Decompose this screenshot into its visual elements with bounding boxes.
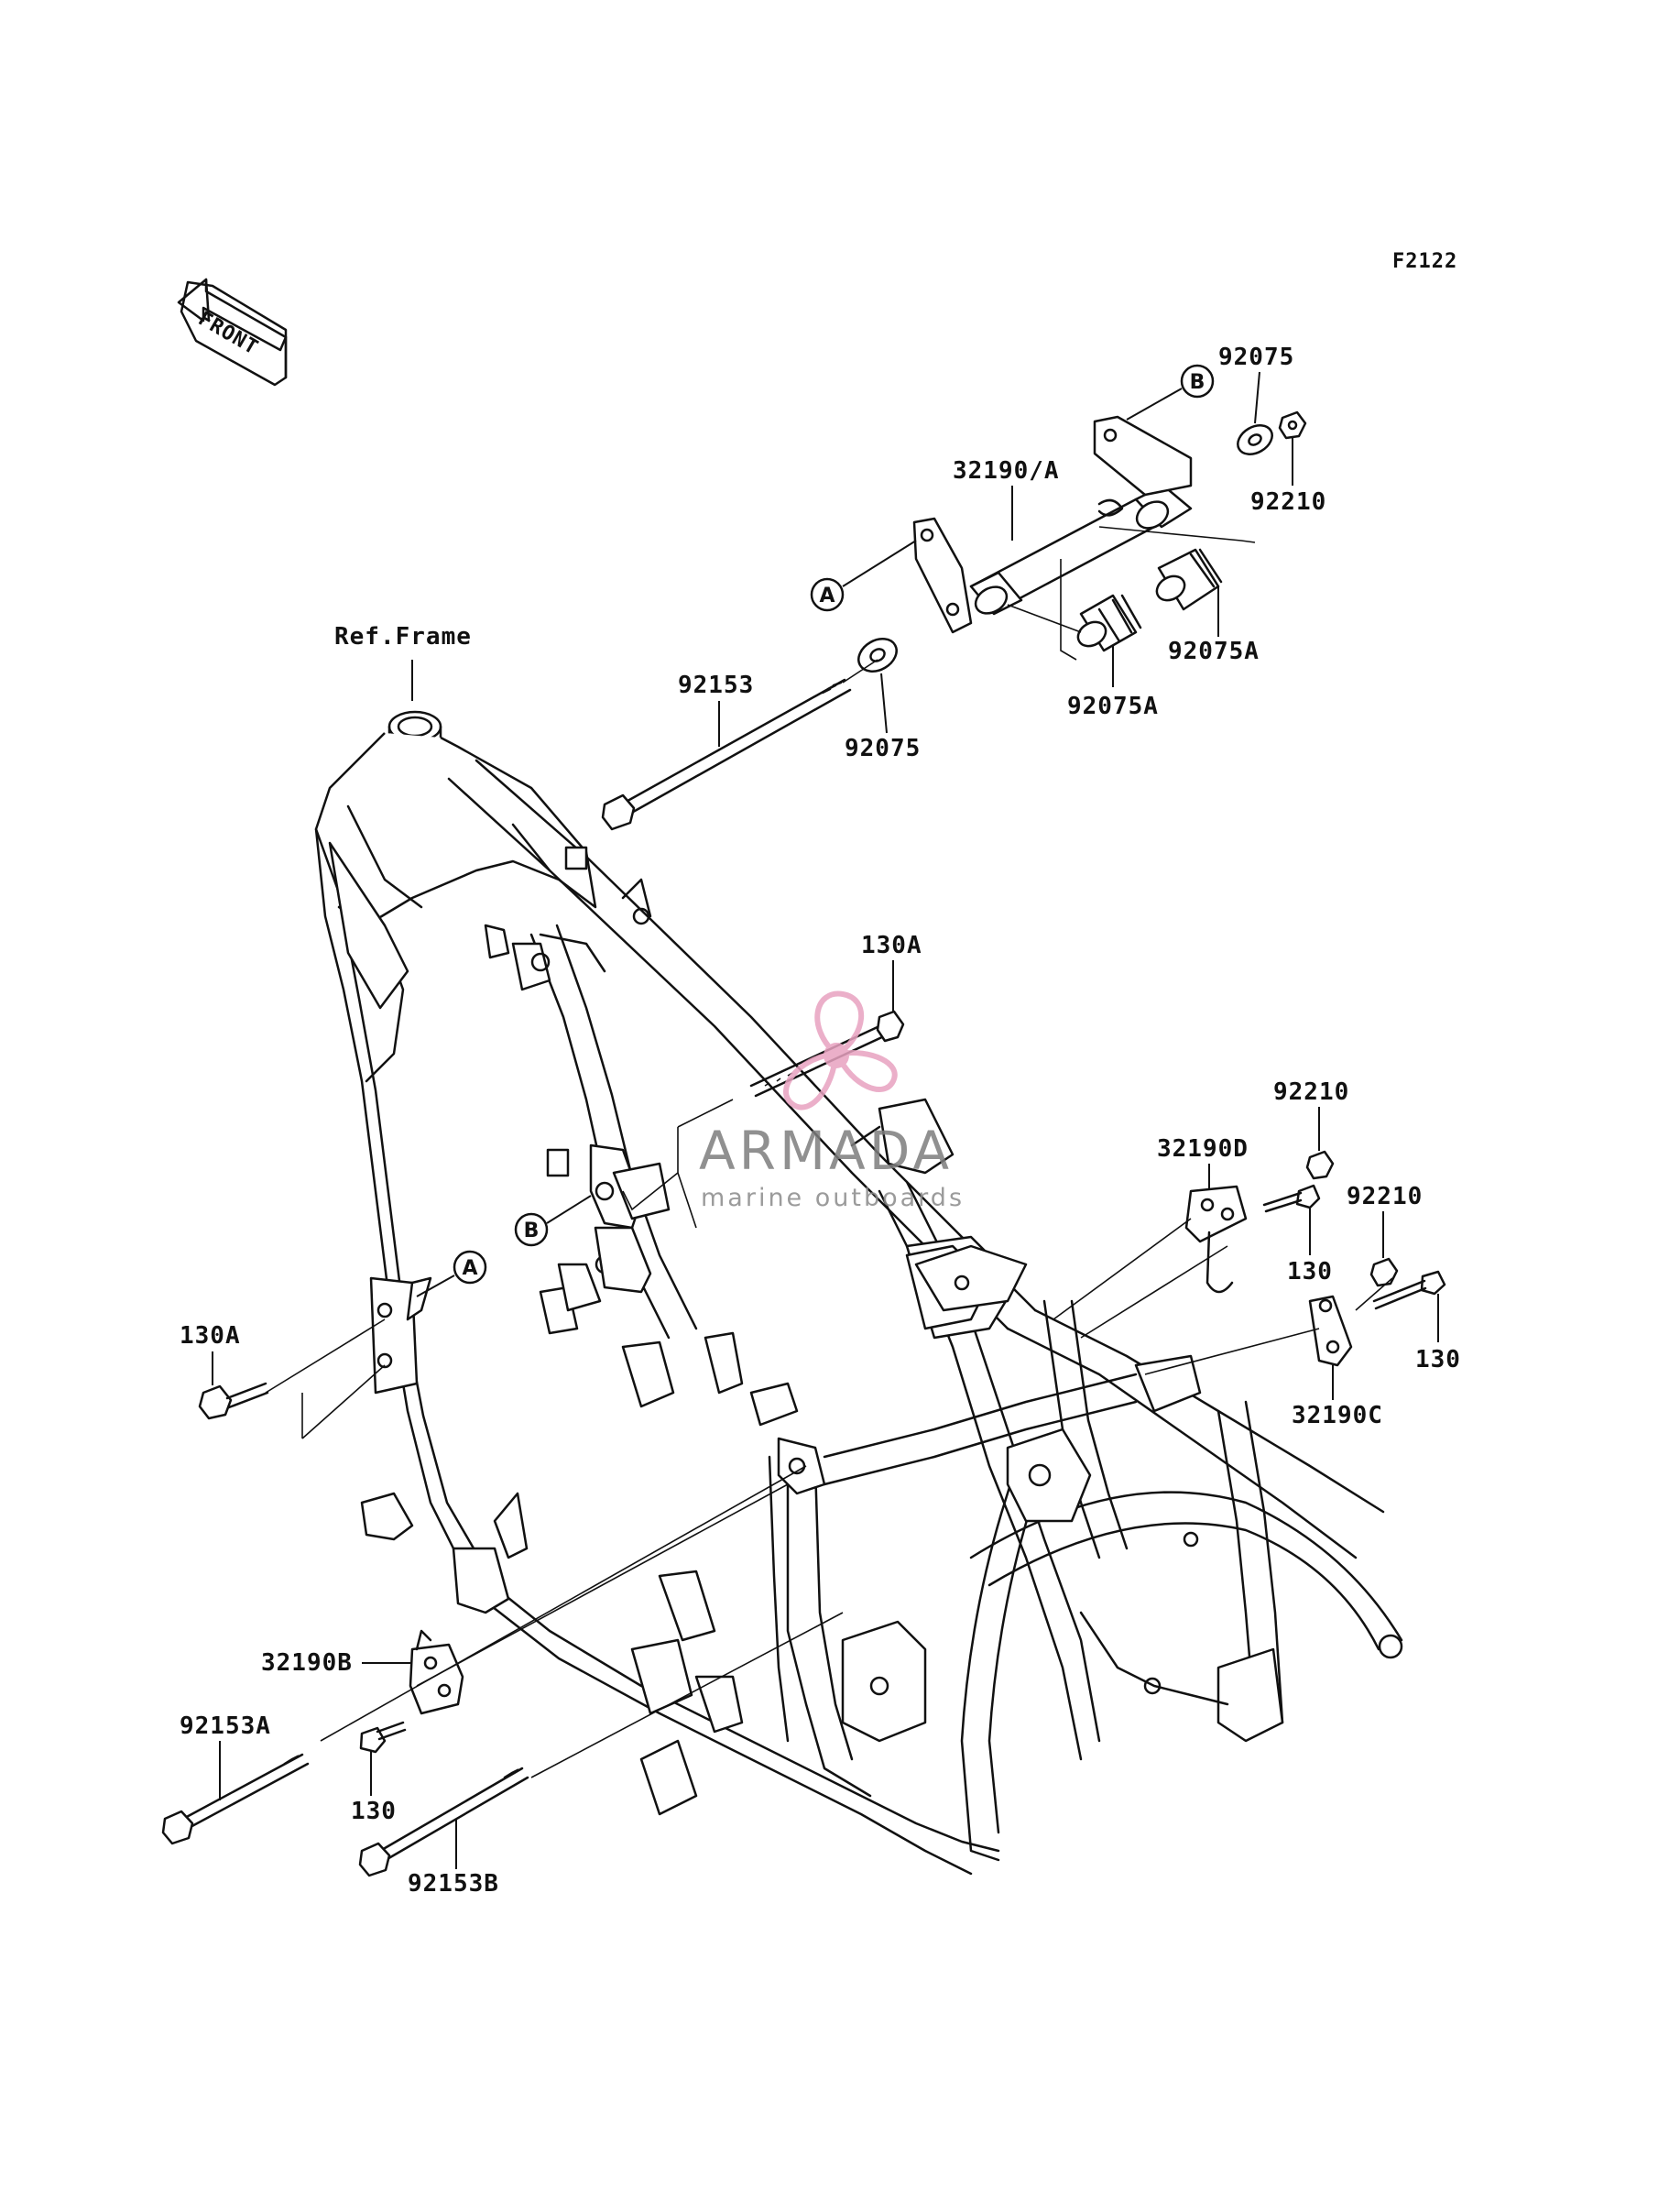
label-130a-left: 130A (180, 1322, 241, 1350)
ref-marker-b-mid: B (514, 1195, 592, 1247)
svg-text:A: A (819, 585, 835, 607)
ref-marker-a-top: A (810, 540, 917, 612)
label-92210-mid: 92210 (1273, 1078, 1349, 1106)
ref-marker-a-mid: A (416, 1250, 487, 1297)
propeller-logo-icon (783, 990, 898, 1110)
label-32190c: 32190C (1292, 1402, 1383, 1429)
label-92153a: 92153A (180, 1712, 271, 1740)
watermark-tagline: marine outboards (701, 1184, 965, 1212)
bolt-130-right (1372, 1270, 1446, 1310)
label-92075a-right: 92075A (1168, 638, 1260, 665)
label-130a-top: 130A (861, 932, 922, 959)
ref-marker-b-top: B (1126, 364, 1215, 421)
label-92075a-left: 92075A (1067, 693, 1159, 720)
bolt-130a-left (198, 1382, 269, 1420)
label-92075-bottom: 92075 (845, 735, 921, 762)
svg-text:A: A (462, 1257, 477, 1280)
label-130-mid: 130 (1287, 1258, 1333, 1285)
bracket-32190d (1184, 1185, 1248, 1294)
bracket-32190b (409, 1629, 464, 1715)
nut-92210-right (1369, 1257, 1399, 1287)
label-32190d: 32190D (1157, 1135, 1249, 1163)
bolt-92153a (161, 1753, 310, 1845)
svg-text:B: B (1190, 371, 1205, 394)
label-92153: 92153 (678, 672, 754, 699)
label-32190-a: 32190/A (953, 457, 1060, 485)
label-92210-top: 92210 (1250, 488, 1326, 516)
engine-mount-assembly-top (601, 410, 1307, 831)
label-92210-right: 92210 (1347, 1183, 1423, 1210)
bracket-32190c (1308, 1295, 1353, 1367)
front-arrow-icon: FRONT (177, 278, 288, 387)
label-32190b: 32190B (261, 1649, 353, 1677)
diagram-code: F2122 (1392, 250, 1457, 273)
nut-92210-mid (1305, 1150, 1335, 1180)
armada-watermark: ARMADA marine outboards (699, 990, 965, 1212)
label-92153b: 92153B (408, 1870, 499, 1898)
assembly-guide-lines (265, 1099, 1393, 1778)
ref-frame-label: Ref.Frame (334, 623, 472, 651)
bolt-130-mid (1262, 1184, 1321, 1213)
motorcycle-frame (314, 710, 1403, 1876)
svg-text:B: B (524, 1220, 540, 1242)
label-130-right: 130 (1415, 1346, 1461, 1373)
label-130-bottom: 130 (351, 1798, 397, 1825)
bolt-130-bottom (359, 1721, 407, 1754)
watermark-brand: ARMADA (699, 1120, 953, 1182)
label-92075-top: 92075 (1218, 344, 1294, 371)
